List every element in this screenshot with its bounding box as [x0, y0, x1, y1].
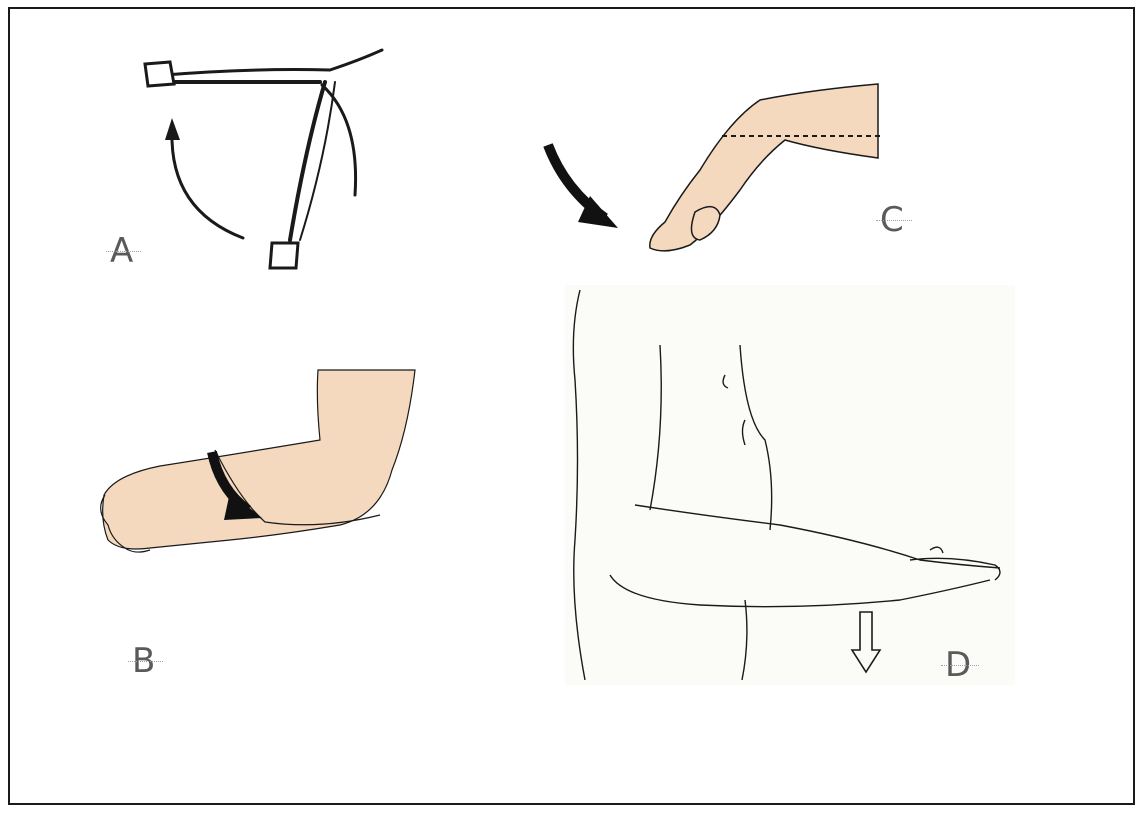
fist-vertical [270, 243, 298, 268]
rotation-arrowhead [165, 118, 180, 140]
panel-label-b: B [132, 644, 155, 678]
arm-horizontal [165, 50, 382, 75]
arm-back-curve [322, 85, 356, 195]
hand-c-skin [650, 84, 878, 251]
panel-a-drawing [145, 50, 382, 268]
panel-label-a: A [110, 234, 133, 268]
rotation-arc [172, 132, 243, 238]
fist-horizontal [145, 62, 174, 86]
panel-d-drawing [565, 285, 1015, 685]
panel-d-backdrop [565, 285, 1015, 685]
thumb-c [691, 207, 720, 240]
panel-label-c: C [880, 203, 904, 237]
panel-label-d: D [945, 648, 971, 682]
panel-c-drawing [548, 84, 880, 251]
panel-b-drawing [101, 370, 415, 552]
arm-b-skin [103, 370, 415, 549]
